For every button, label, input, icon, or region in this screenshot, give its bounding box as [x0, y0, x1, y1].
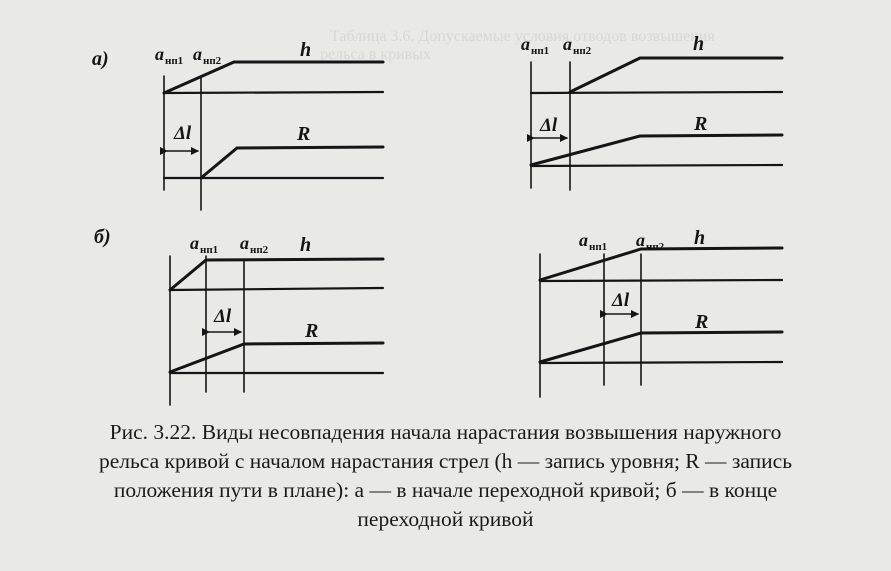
diagram-b-right: Δl h R a нп1 a нп2: [538, 227, 784, 398]
svg-text:нп2: нп2: [250, 244, 269, 256]
a-np2-label: a нп2: [240, 233, 269, 256]
caption-line-2: рельса кривой с началом нарастания стрел…: [98, 449, 793, 473]
r-label: R: [296, 123, 310, 145]
r-label: R: [304, 320, 318, 342]
delta-l-label: Δl: [173, 123, 192, 144]
svg-text:a: a: [579, 230, 588, 250]
figure-caption: Рис. 3.22. Виды несовпадения начала нара…: [0, 418, 891, 534]
svg-text:нп1: нп1: [531, 45, 549, 57]
bleedthrough-line: Таблица 3.6. Допускаемые условия отводов…: [330, 28, 715, 45]
svg-text:нп2: нп2: [203, 55, 222, 67]
svg-text:нп1: нп1: [200, 244, 218, 256]
r-curve: [529, 133, 784, 167]
a-np1-label: a нп1: [155, 44, 183, 67]
r-curve: [168, 341, 385, 374]
h-curve: [538, 246, 784, 282]
svg-text:a: a: [193, 44, 202, 64]
r-baseline: [538, 360, 784, 365]
delta-l-label: Δl: [539, 115, 558, 136]
h-label: h: [693, 33, 704, 55]
h-baseline: [529, 90, 784, 95]
a-np1-label: a нп1: [190, 233, 218, 256]
r-label: R: [694, 311, 708, 333]
a-np2-label: a нп2: [193, 44, 222, 67]
a-np2-label: a нп2: [563, 34, 592, 57]
svg-text:a: a: [636, 230, 645, 250]
h-curve: [162, 60, 385, 95]
a-np1-label: a нп1: [521, 34, 549, 57]
svg-text:нп2: нп2: [573, 45, 592, 57]
a-np1-label: a нп1: [579, 230, 607, 253]
r-label: R: [693, 113, 707, 135]
caption-line-3: положения пути в плане): а — в начале пе…: [113, 478, 778, 502]
h-curve: [568, 56, 784, 94]
caption-line-4: переходной кривой: [357, 507, 534, 531]
r-curve: [538, 330, 784, 364]
h-baseline: [162, 90, 385, 95]
svg-text:a: a: [521, 34, 530, 54]
panel-label-b: б): [94, 226, 111, 248]
diagram-a-right: Δl h R a нп1 a нп2: [521, 33, 784, 191]
panel-label-a: а): [92, 48, 109, 70]
svg-text:a: a: [563, 34, 572, 54]
h-baseline: [168, 286, 385, 292]
delta-l-label: Δl: [611, 290, 630, 311]
svg-text:нп2: нп2: [646, 241, 665, 253]
diagram-a-left: а) Δl h R a нп1 a нп2: [92, 39, 385, 211]
bleedthrough-text: Таблица 3.6. Допускаемые условия отводов…: [320, 28, 715, 64]
r-baseline: [529, 163, 784, 168]
h-curve: [168, 257, 385, 292]
diagram-b-left: б) Δl h R a нп1 a нп2: [94, 226, 385, 406]
a-np2-label: a нп2: [636, 230, 665, 253]
delta-l-label: Δl: [213, 306, 232, 327]
svg-text:нп1: нп1: [589, 241, 607, 253]
caption-line-1: Рис. 3.22. Виды несовпадения начала нара…: [109, 420, 782, 444]
svg-text:a: a: [240, 233, 249, 253]
h-label: h: [300, 234, 311, 256]
r-curve: [199, 145, 385, 180]
h-baseline: [538, 278, 784, 283]
svg-text:a: a: [155, 44, 164, 64]
bleedthrough-line: рельса в кривых: [320, 46, 431, 63]
h-label: h: [300, 39, 311, 61]
svg-text:нп1: нп1: [165, 55, 183, 67]
h-label: h: [694, 227, 705, 249]
svg-text:a: a: [190, 233, 199, 253]
